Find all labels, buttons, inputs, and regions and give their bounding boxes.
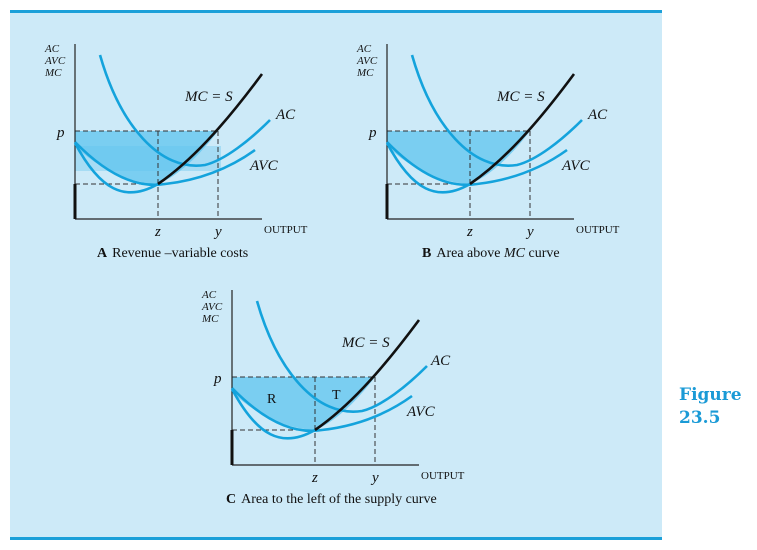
panel-b-y-tick-label: y bbox=[525, 224, 534, 240]
panel-a-mc-curve bbox=[73, 142, 159, 194]
panel-b-output-label: OUTPUT bbox=[576, 224, 620, 236]
panel-a-z-label: z bbox=[154, 224, 161, 240]
figure-label-number: 23.5 bbox=[679, 408, 721, 428]
panel-c-y-label-ac: AC bbox=[201, 289, 217, 301]
panel-c-y-label-avc: AVC bbox=[201, 301, 223, 313]
panel-a-mc-supply-curve bbox=[157, 73, 264, 186]
panel-a-y-tick-label: y bbox=[213, 224, 222, 240]
panel-c-avc-label: AVC bbox=[406, 404, 436, 420]
panel-c: AC AVC MC p z y OUTPUT MC = S AC AVC R T… bbox=[201, 289, 465, 507]
panel-c-p-label: p bbox=[213, 371, 222, 387]
figure-label-word: Figure bbox=[679, 385, 742, 405]
panel-b-mc-curve bbox=[385, 142, 471, 194]
panel-b-p-label: p bbox=[368, 125, 377, 141]
panel-a-avc-curve bbox=[74, 141, 256, 187]
panel-c-mc-supply-curve bbox=[314, 319, 421, 432]
panel-b-y-label-mc: MC bbox=[356, 67, 374, 79]
panel-c-avc-curve bbox=[231, 387, 413, 433]
panel-c-mc-curve bbox=[230, 388, 316, 440]
panel-c-z-label: z bbox=[311, 470, 318, 486]
panel-a-ac-curve bbox=[98, 54, 271, 167]
panel-a-y-label-avc: AVC bbox=[44, 55, 66, 67]
panel-b-mc-label: MC = S bbox=[496, 89, 545, 105]
panel-a-output-label: OUTPUT bbox=[264, 224, 308, 236]
panel-c-region-t: T bbox=[332, 388, 341, 403]
panel-c-ac-curve bbox=[255, 300, 428, 413]
panel-b-y-label-avc: AVC bbox=[356, 55, 378, 67]
panel-b-ac-label: AC bbox=[587, 107, 608, 123]
panel-b-avc-label: AVC bbox=[561, 158, 591, 174]
panel-a-mc-label: MC = S bbox=[184, 89, 233, 105]
panel-b-z-label: z bbox=[466, 224, 473, 240]
panel-a-ac-label: AC bbox=[275, 107, 296, 123]
bottom-rule bbox=[10, 537, 662, 540]
panel-b-y-label-ac: AC bbox=[356, 43, 372, 55]
panel-b-ac-curve bbox=[410, 54, 583, 167]
panel-a-p-label: p bbox=[56, 125, 65, 141]
panel-a-avc-label: AVC bbox=[249, 158, 279, 174]
top-rule bbox=[10, 10, 662, 13]
panel-c-output-label: OUTPUT bbox=[421, 470, 465, 482]
panel-c-ac-label: AC bbox=[430, 353, 451, 369]
panel-c-y-tick-label: y bbox=[370, 470, 379, 486]
panel-b-avc-curve bbox=[386, 141, 568, 187]
panel-a-y-label-mc: MC bbox=[44, 67, 62, 79]
panel-c-region-r: R bbox=[267, 392, 277, 407]
panel-a-y-label-ac: AC bbox=[44, 43, 60, 55]
panel-b-mc-supply-curve bbox=[469, 73, 576, 186]
figure-label: Figure 23.5 bbox=[679, 384, 742, 430]
panel-c-mc-label: MC = S bbox=[341, 335, 390, 351]
panel-c-y-label-mc: MC bbox=[201, 313, 219, 325]
